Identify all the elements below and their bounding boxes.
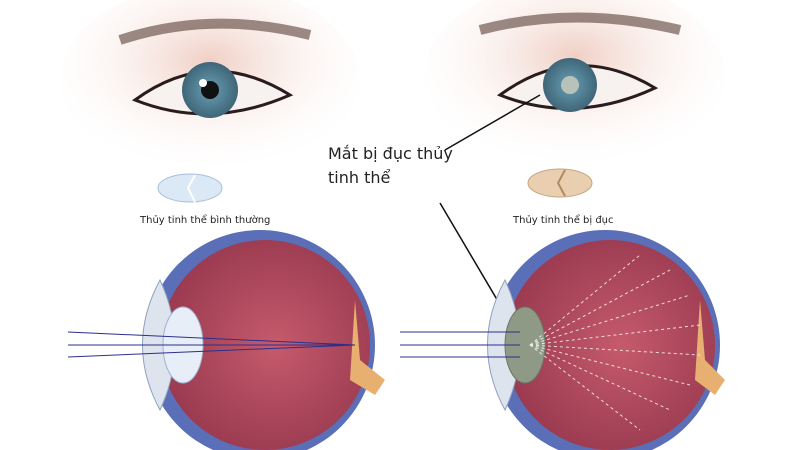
cataract-eye-photo <box>425 0 725 170</box>
callout-line-1: Mắt bị đục thủy <box>328 144 453 163</box>
normal-lens-label: Thủy tinh thể bình thường <box>140 215 271 226</box>
cataract-eyeball-cross-section <box>400 230 725 450</box>
normal-lens-icon <box>157 173 223 203</box>
cloudy-lens-label: Thủy tinh thể bị đục <box>513 215 614 226</box>
callout-line-2: tinh thể <box>328 168 391 187</box>
cloudy-lens-icon <box>527 168 593 198</box>
callout-line-upper <box>444 94 541 151</box>
normal-eyeball-cross-section <box>67 230 385 450</box>
normal-eye-photo <box>60 0 360 175</box>
cataract-callout: Mắt bị đục thủy tinh thể <box>328 142 488 190</box>
